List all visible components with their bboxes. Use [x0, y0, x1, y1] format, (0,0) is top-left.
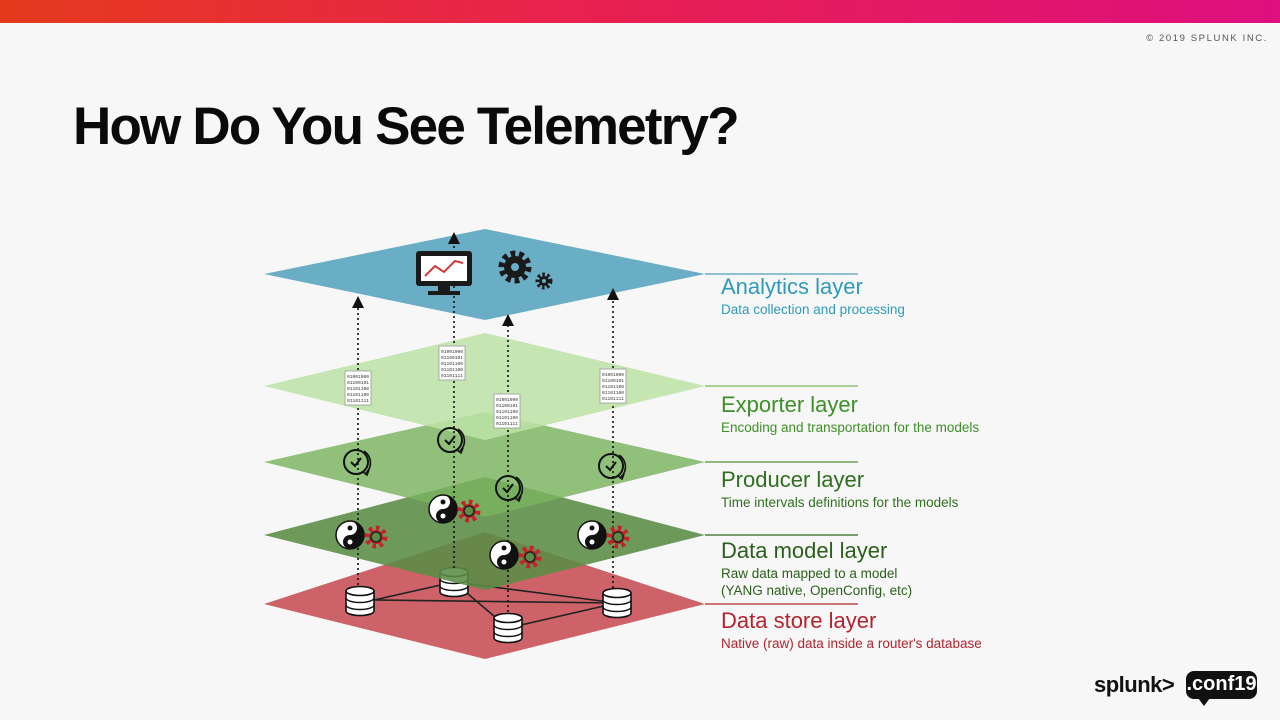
database-icon: [493, 612, 523, 644]
copyright-notice: © 2019 SPLUNK INC.: [1146, 33, 1268, 44]
yin-yang-icon: [577, 520, 607, 550]
splunk-logo: splunk>: [1094, 672, 1175, 697]
layer-name: Exporter layer: [721, 392, 858, 417]
yin-yang-icon: [428, 494, 458, 524]
gears-icon: [498, 250, 553, 290]
exporter-layer-label: Exporter layer Encoding and transportati…: [721, 393, 979, 437]
layer-name: Analytics layer: [721, 274, 863, 299]
producer-plane: [264, 412, 705, 517]
red-gear-icon: [367, 528, 385, 546]
database-icon: [345, 585, 375, 617]
layer-description: Native (raw) data inside a router's data…: [721, 636, 982, 651]
red-gear-icon: [521, 548, 539, 566]
producer-layer-label: Producer layer Time intervals definition…: [721, 468, 958, 512]
data-store-layer-label: Data store layer Native (raw) data insid…: [721, 609, 982, 653]
analytics-plane: [264, 229, 705, 320]
top-accent-bar: [0, 0, 1280, 23]
arrowheads: [352, 232, 619, 326]
layer-description: Time intervals definitions for the model…: [721, 495, 959, 510]
layer-description: Data collection and processing: [721, 302, 905, 317]
red-gear-icon: [609, 528, 627, 546]
layer-description: (YANG native, OpenConfig, etc): [721, 582, 913, 598]
analytics-layer-label: Analytics layer Data collection and proc…: [721, 275, 905, 319]
monitor-chart-icon: [416, 251, 472, 295]
conf19-logo: .conf19: [1186, 671, 1257, 706]
data-model-plane: [264, 477, 705, 590]
layer-name: Data store layer: [721, 608, 877, 633]
layer-description: Encoding and transportation for the mode…: [721, 420, 980, 435]
binary-document-icon: [493, 393, 521, 429]
binary-document-icon: [438, 345, 466, 381]
yin-yang-icon: [489, 540, 519, 570]
data-model-layer-label: Data model layer Raw data mapped to a mo…: [721, 539, 912, 599]
exporter-plane: [264, 333, 705, 440]
label-leader-lines: [705, 273, 858, 605]
database-icon: [602, 587, 632, 619]
binary-document-icon: [599, 368, 627, 404]
binary-document-icon: [344, 370, 372, 406]
layer-description: Raw data mapped to a model: [721, 566, 898, 581]
slide-title: How Do You See Telemetry?: [73, 97, 740, 156]
layer-name: Data model layer: [721, 538, 888, 563]
red-gear-icon: [460, 502, 478, 520]
yin-yang-icon: [335, 520, 365, 550]
data-store-plane: [264, 532, 705, 659]
layer-name: Producer layer: [721, 467, 865, 492]
